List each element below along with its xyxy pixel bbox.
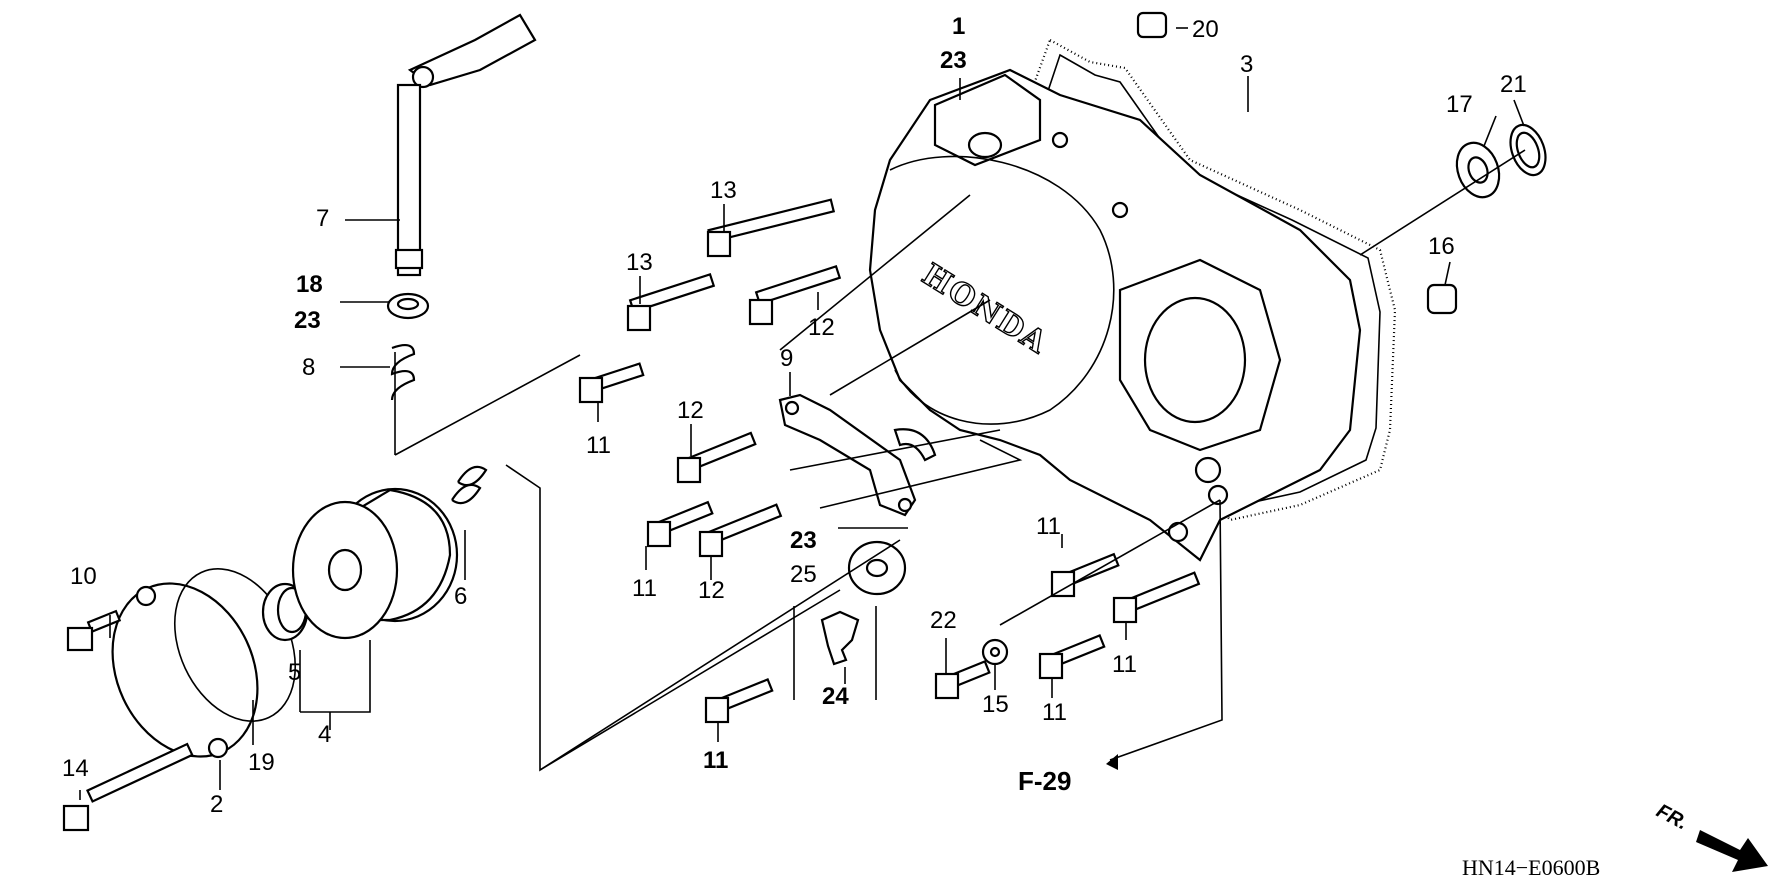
spring-6 — [451, 465, 488, 505]
front-label: FR. — [1653, 800, 1692, 835]
bolt-12-low — [698, 503, 783, 558]
reference-f29: F-29 — [1018, 766, 1071, 796]
dowel-pin-20 — [1136, 11, 1168, 39]
dowel-pin-16 — [1426, 283, 1458, 315]
label-13-lower: 13 — [626, 249, 653, 276]
lower-boss-3 — [1167, 521, 1189, 543]
bolt-22 — [934, 660, 991, 700]
bracket-9 — [778, 393, 937, 517]
label-12-upper: 12 — [808, 314, 835, 341]
circlip-21 — [1509, 123, 1547, 177]
front-indicator: FR. — [1653, 800, 1768, 872]
label-10: 10 — [70, 563, 97, 590]
bolt-11-right-a — [1050, 552, 1120, 598]
shift-arm-7 — [394, 13, 537, 277]
bolt-11-right-c — [1038, 634, 1106, 680]
label-23-top: 23 — [940, 47, 967, 74]
label-22: 22 — [930, 607, 957, 634]
label-8: 8 — [302, 354, 315, 381]
bolt-12-mid — [676, 431, 757, 484]
oil-filter-4 — [291, 487, 459, 640]
label-19: 19 — [248, 749, 275, 776]
label-2: 2 — [210, 791, 223, 818]
spring-8 — [390, 343, 416, 401]
label-13-upper: 13 — [710, 177, 737, 204]
label-9: 9 — [780, 345, 793, 372]
label-23-mid: 23 — [790, 527, 817, 554]
guide-24 — [820, 610, 860, 666]
label-11-right-b: 11 — [1112, 651, 1137, 678]
label-1: 1 — [952, 13, 965, 40]
lower-boss-2 — [1207, 484, 1229, 506]
label-21: 21 — [1500, 71, 1527, 98]
label-3: 3 — [1240, 51, 1253, 78]
filter-housing-bore — [1143, 296, 1247, 424]
label-12-low: 12 — [698, 577, 725, 604]
label-11-bottom: 11 — [703, 747, 728, 774]
bolt-14 — [62, 742, 194, 832]
oil-seal-18 — [386, 292, 430, 320]
clutch-dome — [889, 155, 1115, 425]
label-15: 15 — [982, 691, 1009, 718]
label-16: 16 — [1428, 233, 1455, 260]
label-4: 4 — [318, 721, 331, 748]
bolt-11-right-b — [1112, 571, 1201, 624]
label-7: 7 — [316, 205, 329, 232]
leader-lines — [79, 27, 1526, 800]
bolt-13-upper — [706, 198, 836, 258]
bolt-11-mid — [646, 500, 714, 548]
bolt-11-bottom — [704, 678, 774, 724]
lower-boss-1 — [1194, 456, 1222, 484]
label-18: 18 — [296, 271, 323, 298]
bolt-hole-top — [1051, 131, 1069, 149]
bolt-hole-mid — [1111, 201, 1129, 219]
front-arrow-icon — [1696, 830, 1768, 872]
bolt-13-lower — [626, 272, 716, 332]
label-24: 24 — [822, 683, 849, 710]
bolt-10 — [66, 609, 122, 652]
arrow-to-f29 — [1106, 754, 1118, 770]
bolt-11-upper — [578, 362, 645, 404]
label-20: 20 — [1192, 16, 1219, 43]
drawing-code: HN14−E0600B — [1462, 855, 1600, 880]
label-6: 6 — [454, 583, 467, 610]
filter-cover-2 — [111, 582, 259, 759]
label-11-mid: 11 — [632, 575, 657, 602]
label-25: 25 — [790, 561, 817, 588]
filler-boss — [933, 73, 1042, 167]
part-labels: 1 23 20 3 21 17 16 7 18 23 8 13 13 12 11… — [62, 13, 1527, 818]
label-11-right-a: 11 — [1036, 513, 1061, 540]
label-17: 17 — [1446, 91, 1473, 118]
label-11-upper: 11 — [586, 432, 611, 459]
oil-seal-25 — [847, 540, 907, 596]
label-12-mid: 12 — [677, 397, 704, 424]
washer-15 — [981, 638, 1009, 666]
label-14: 14 — [62, 755, 89, 782]
label-5: 5 — [288, 659, 301, 686]
label-11-right-c: 11 — [1042, 699, 1067, 726]
bolt-12-upper — [748, 264, 842, 326]
label-23-left: 23 — [294, 307, 321, 334]
filler-hole — [967, 131, 1003, 159]
